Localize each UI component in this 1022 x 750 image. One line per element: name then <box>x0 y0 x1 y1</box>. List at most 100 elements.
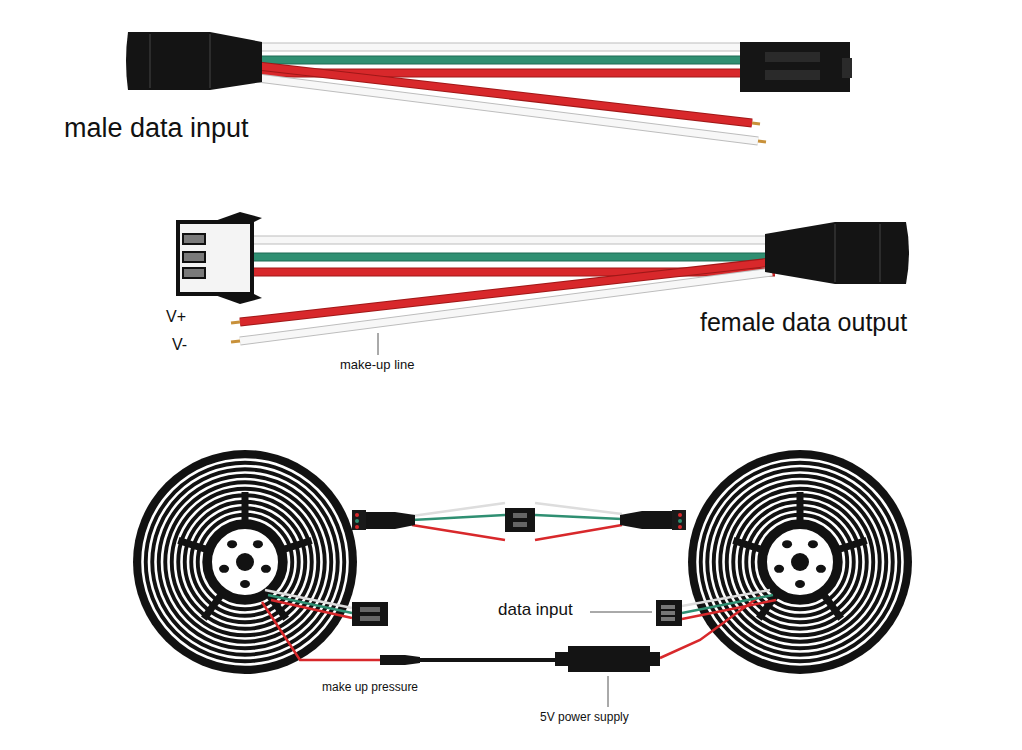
waterproof-male-connector <box>126 32 262 90</box>
led-strip-reel <box>133 450 357 674</box>
led-strip-reel <box>211 528 279 596</box>
led-strip-reel <box>733 540 762 549</box>
straight-wires <box>255 56 745 65</box>
jst-connector <box>661 611 675 615</box>
led-strip-reel <box>283 540 312 549</box>
jst-connector <box>661 617 675 621</box>
jst-male-plug <box>765 52 820 62</box>
straight-wires <box>252 236 775 245</box>
make-up-wires <box>258 78 758 141</box>
make-up-wires <box>240 272 772 341</box>
led-strip-reel <box>219 565 229 573</box>
led-strip-reel <box>791 553 809 571</box>
link-wires <box>412 525 505 540</box>
waterproof-male-connector <box>126 32 262 90</box>
jst-connector <box>656 600 682 626</box>
strip-end-connector <box>620 511 672 529</box>
link-wires <box>535 525 622 540</box>
power-supply-barrel <box>555 646 660 672</box>
straight-wires <box>255 57 745 64</box>
led-strip-reel <box>236 553 254 571</box>
jst-male-plug <box>740 42 852 92</box>
jst-female-socket <box>178 212 262 304</box>
strip-end-connector <box>678 525 682 529</box>
led-strip-reel <box>724 486 877 639</box>
led-strip-reel <box>797 492 804 522</box>
jst-connector <box>352 602 388 626</box>
jst-male-plug <box>842 58 852 78</box>
led-strip-reel <box>253 540 263 548</box>
led-strip-reel <box>133 450 357 674</box>
strip-end-connector <box>352 510 366 530</box>
strip-end-connector <box>355 525 359 529</box>
led-strip-reel <box>756 518 844 606</box>
led-strip-reel <box>816 565 826 573</box>
strip-end-connector <box>366 512 415 529</box>
connector-label: data input <box>498 601 573 620</box>
power-label: 5V power supply <box>540 711 629 724</box>
exit-wires <box>271 600 352 618</box>
led-strip-reel <box>795 580 805 588</box>
led-strip-reel <box>704 466 896 658</box>
led-strip-reel <box>156 473 335 652</box>
jst-female-socket <box>183 252 205 262</box>
leader-line <box>608 676 609 707</box>
exit-wires <box>262 602 380 660</box>
led-strip-reel <box>204 594 222 618</box>
leader-line <box>590 612 652 707</box>
jst-female-socket <box>183 268 205 278</box>
led-strip-reel <box>698 460 903 665</box>
led-strip-reel <box>149 466 341 658</box>
link-wires <box>535 503 622 514</box>
strip-end-connector <box>513 513 527 518</box>
straight-wires <box>255 47 745 73</box>
pin-name: V+ <box>166 308 186 326</box>
led-strip-reel <box>240 580 250 588</box>
strip-end-connector <box>505 508 535 532</box>
led-strip-reel <box>838 540 867 549</box>
led-strip-reel <box>227 540 237 548</box>
led-strip-reel <box>143 460 348 665</box>
waterproof-male-connector <box>209 34 211 88</box>
link-wires <box>412 503 505 516</box>
waterproof-female-connector <box>765 222 909 284</box>
exit-wires <box>420 658 555 662</box>
make-up-wires <box>240 272 772 341</box>
straight-wires <box>252 254 775 261</box>
led-strip-reel <box>717 479 883 645</box>
make-up-wires <box>240 262 772 322</box>
led-strip-reel <box>242 492 249 522</box>
led-strip-reel <box>774 540 826 588</box>
led-strip-reel <box>261 565 271 573</box>
cable-label: female data output <box>700 309 907 337</box>
pin-name: V- <box>172 336 187 354</box>
make-up-wires <box>231 322 240 323</box>
exit-wires <box>682 600 776 619</box>
jst-female-socket <box>212 292 262 304</box>
led-strip-reel <box>219 540 271 588</box>
power-plug <box>380 655 420 665</box>
led-strip-reel <box>711 473 890 652</box>
led-strip-reel <box>688 450 912 674</box>
strip-end-connector <box>352 508 686 532</box>
strip-end-connector <box>672 510 686 530</box>
make-up-wires <box>240 262 772 322</box>
led-strip-reel <box>688 450 912 674</box>
strip-end-connector <box>678 513 682 517</box>
link-wires <box>412 503 622 540</box>
make-up-wires <box>758 141 766 142</box>
exit-wires <box>265 590 352 608</box>
led-strip-reel <box>698 460 903 665</box>
straight-wires <box>255 43 745 52</box>
make-up-wires <box>258 66 752 123</box>
wire-label: make up pressure <box>322 681 418 694</box>
exit-wires <box>268 595 352 613</box>
exit-wires <box>262 590 776 660</box>
led-strip-reel <box>730 492 870 632</box>
leader-line <box>378 333 379 355</box>
led-strip-reel <box>782 540 792 548</box>
led-strip-reel <box>774 565 784 573</box>
